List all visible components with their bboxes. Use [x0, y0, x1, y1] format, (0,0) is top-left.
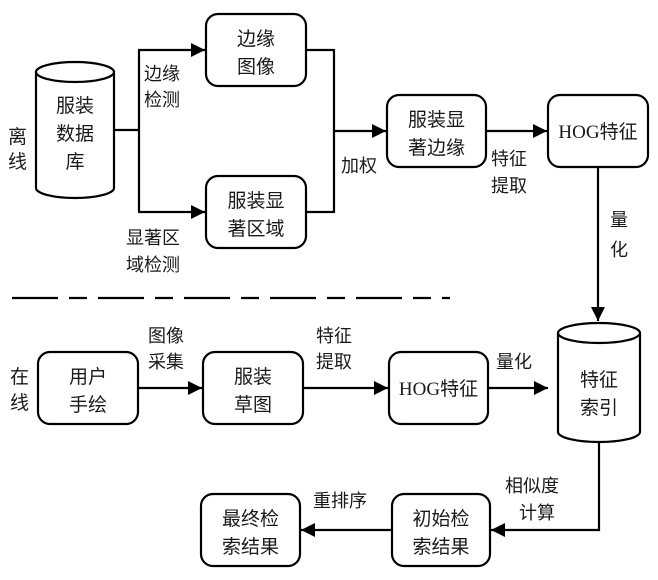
clothing-draft-label-2: 草图 — [234, 394, 272, 416]
final-result-label-2: 索结果 — [222, 536, 279, 558]
hog-online-label: HOG特征 — [399, 378, 478, 400]
edge-image-label-1: 边缘 — [237, 28, 275, 50]
salient-region-label-2: 著区域 — [227, 218, 284, 240]
clothing-database-top — [34, 60, 116, 84]
hog-offline-node: HOG特征 — [546, 93, 650, 169]
salient-detect-label-2: 域检测 — [126, 255, 180, 276]
offline-label-line-2: 线 — [8, 151, 27, 173]
offline-section-label: 离 线 — [8, 126, 27, 173]
quantize-offline-label-2: 化 — [610, 240, 628, 261]
feature-extract-online-label-1: 特征 — [316, 326, 352, 347]
clothing-database-label-3: 库 — [65, 151, 84, 173]
final-result-node: 最终检 索结果 — [199, 492, 302, 568]
feature-index-body — [556, 333, 642, 444]
feature-index-node: 特征 索引 — [556, 321, 642, 444]
user-sketch-node: 用户 手绘 — [36, 350, 140, 426]
edge-image-node: 边缘 图像 — [204, 12, 308, 88]
feature-index-label-2: 索引 — [580, 397, 618, 419]
edge-detect-label-1: 边缘 — [144, 64, 180, 85]
salient-edge-label-2: 著边缘 — [408, 137, 465, 159]
hog-offline-label: HOG特征 — [558, 121, 637, 143]
online-label-line-2: 线 — [10, 392, 29, 414]
feature-extract-online-label-2: 提取 — [316, 352, 352, 373]
edge-weighting-merge — [306, 48, 386, 214]
similarity-label-2: 计算 — [519, 503, 555, 524]
user-sketch-label-1: 用户 — [69, 366, 107, 388]
salient-edge-node: 服装显 著边缘 — [385, 93, 488, 169]
rerank-label: 重排序 — [313, 491, 367, 512]
salient-region-node: 服装显 著区域 — [204, 174, 308, 250]
clothing-draft-label-1: 服装 — [234, 366, 272, 388]
edge-detect-label-2: 检测 — [144, 90, 180, 111]
quantize-offline-label-1: 量 — [610, 210, 628, 231]
clothing-database-label-1: 服装 — [56, 95, 94, 117]
final-result-box — [199, 492, 302, 568]
salient-region-label-1: 服装显 — [227, 190, 284, 212]
online-section-label: 在 线 — [10, 366, 29, 414]
feature-index-top — [556, 321, 642, 345]
hog-online-node: HOG特征 — [387, 350, 490, 426]
edge-image-label-2: 图像 — [237, 56, 275, 78]
offline-label-line-1: 离 — [8, 126, 27, 148]
salient-edge-label-1: 服装显 — [408, 109, 465, 131]
feature-index-label-1: 特征 — [580, 369, 618, 391]
clothing-draft-node: 服装 草图 — [201, 350, 305, 426]
feature-extract-offline-label-1: 特征 — [491, 149, 527, 170]
image-capture-label-2: 采集 — [148, 352, 184, 373]
initial-result-node: 初始检 索结果 — [390, 492, 492, 568]
clothing-database-label-2: 数据 — [56, 123, 94, 145]
feature-extract-offline-label-2: 提取 — [491, 176, 527, 197]
weighting-label: 加权 — [341, 156, 377, 177]
initial-result-label-1: 初始检 — [412, 508, 469, 530]
image-capture-label-1: 图像 — [148, 326, 184, 347]
arrow-to-initial-result — [491, 442, 601, 537]
user-sketch-label-2: 手绘 — [69, 394, 107, 416]
clothing-database-node: 服装 数据 库 — [34, 60, 116, 200]
quantize-online-label: 量化 — [496, 352, 532, 373]
final-result-label-1: 最终检 — [222, 508, 279, 530]
edge-db-branch — [114, 43, 205, 219]
clothing-database-body — [34, 72, 116, 200]
salient-detect-label-1: 显著区 — [126, 228, 180, 249]
initial-result-label-2: 索结果 — [412, 536, 469, 558]
similarity-label-1: 相似度 — [505, 476, 559, 497]
online-label-line-1: 在 — [10, 366, 29, 388]
